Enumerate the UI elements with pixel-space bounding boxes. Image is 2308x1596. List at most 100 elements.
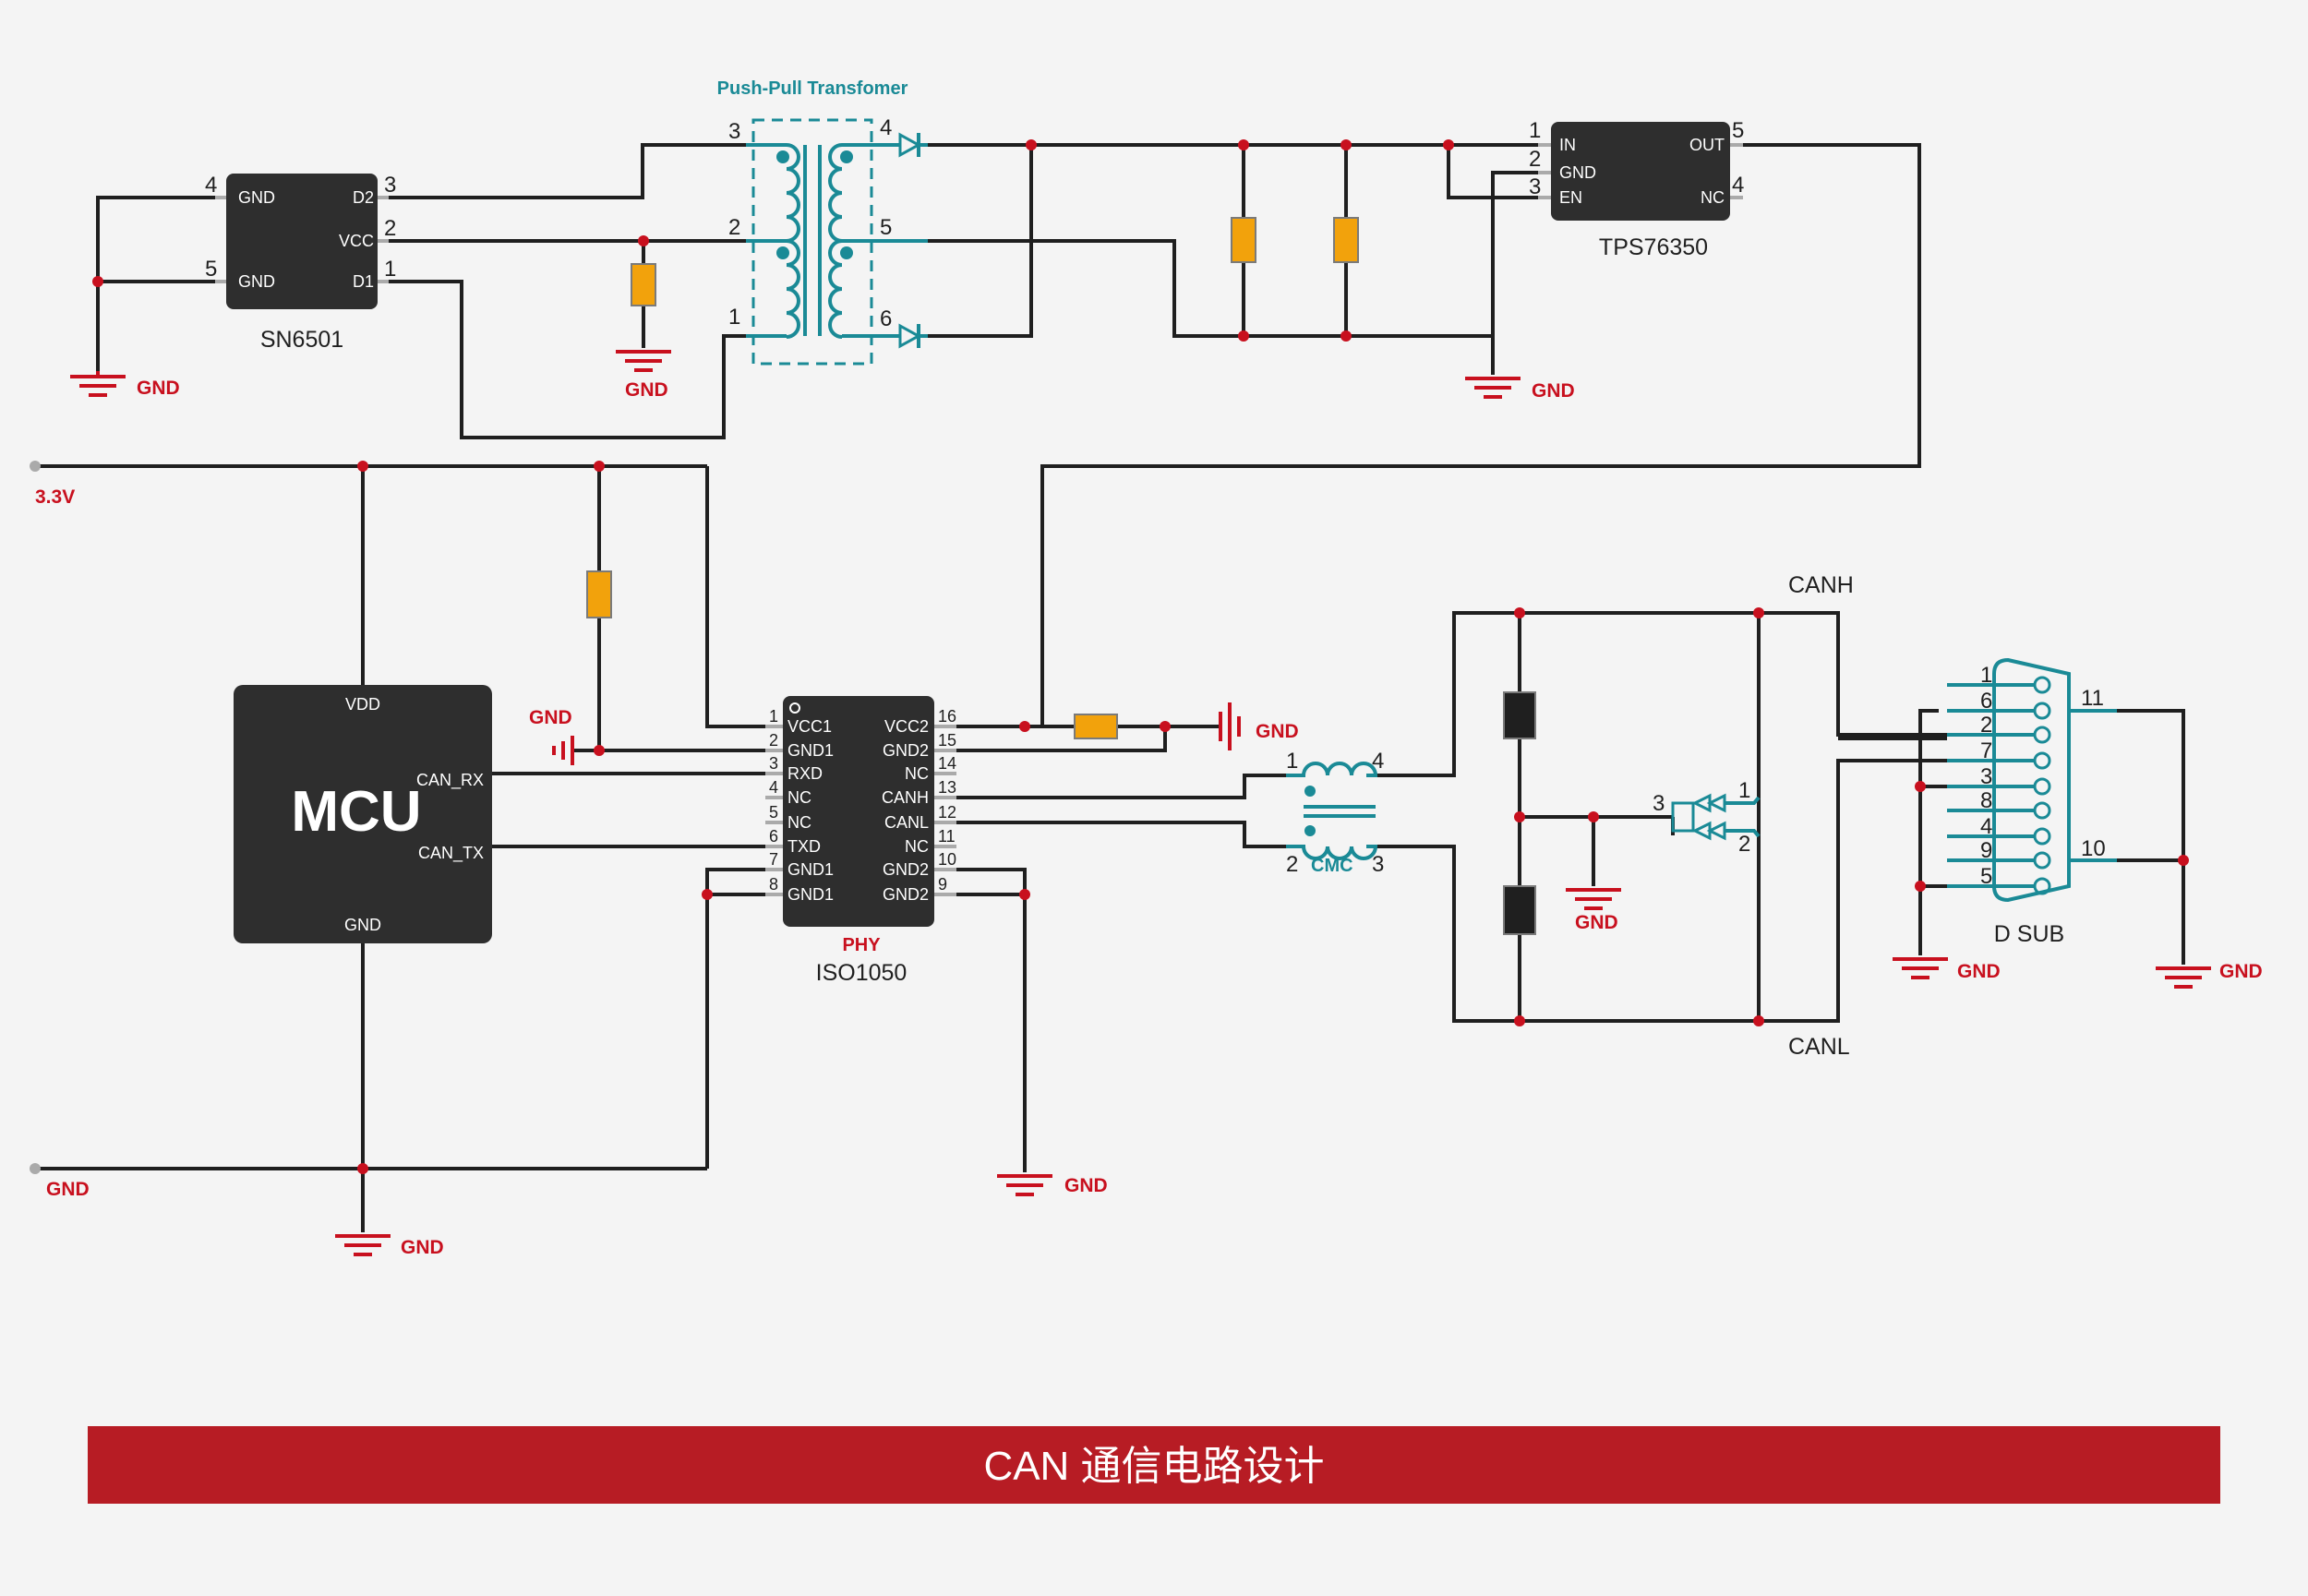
transformer-name: Push-Pull Transfomer: [717, 78, 908, 99]
pin-number: 1: [1529, 118, 1541, 143]
pin-number: 6: [1980, 689, 1992, 714]
pin-number: 16: [938, 707, 956, 726]
pin-number: 3: [769, 754, 778, 773]
gnd-label: GND: [1957, 961, 2001, 982]
pin-label: RXD: [787, 764, 823, 783]
dsub-pin: [2033, 751, 2051, 770]
pin-label: VCC: [339, 232, 374, 250]
pin-label: CANL: [884, 813, 929, 832]
tps-name: TPS76350: [1599, 234, 1708, 260]
pin-label: TXD: [787, 837, 821, 856]
pin-label: NC: [787, 813, 811, 832]
pin-label: NC: [787, 788, 811, 807]
pin-number: 5: [205, 257, 217, 282]
pin-number: 3: [1980, 764, 1992, 789]
common-mode-choke: 1 4 2 3: [1286, 749, 1384, 877]
pin-number: 3: [728, 119, 740, 144]
pin-number: 4: [205, 173, 217, 198]
wires: [39, 143, 2185, 1232]
gnd-label: GND: [137, 378, 180, 399]
ground-symbols: [70, 350, 2211, 1256]
dsub-pin: [2033, 801, 2051, 820]
pin-number: 14: [938, 754, 956, 773]
ground-symbol: [335, 1234, 391, 1256]
pin-label: D2: [353, 188, 374, 207]
pin-label: GND1: [787, 741, 834, 760]
pin-number: 6: [880, 306, 892, 331]
capacitor: [631, 263, 656, 306]
pin-number: 5: [880, 215, 892, 240]
ground-symbol: [1465, 377, 1521, 399]
pin-number: 13: [938, 778, 956, 797]
pin-number: 15: [938, 731, 956, 750]
dsub-pin: [2033, 676, 2051, 694]
pin-label: IN: [1559, 136, 1576, 154]
pin-label: VCC2: [884, 717, 929, 736]
pin-label: VCC1: [787, 717, 832, 736]
pin-number: 11: [2081, 686, 2104, 711]
pin-number: 3: [384, 173, 396, 198]
pin-label: GND2: [883, 885, 929, 904]
pin-number: 2: [1286, 852, 1298, 877]
pin-label: CAN_RX: [416, 771, 484, 790]
canh-label: CANH: [1788, 572, 1854, 598]
pin-number: 5: [769, 803, 778, 822]
pin-label: NC: [905, 837, 929, 856]
suppressor: [1503, 885, 1536, 935]
pin-number: 10: [2081, 836, 2106, 861]
pin-number: 2: [1529, 147, 1541, 172]
dsub-pin: [2033, 726, 2051, 744]
pin-label: GND: [1559, 163, 1596, 182]
iso-name: ISO1050: [816, 960, 908, 986]
capacitor: [1333, 217, 1359, 263]
pin-number: 1: [728, 305, 740, 330]
tvs-diode-array: 3 1 2: [1653, 778, 1761, 857]
page-title: CAN 通信电路设计: [983, 1444, 1324, 1489]
pin-number: 12: [938, 803, 956, 822]
pin-number: 5: [1980, 864, 1992, 889]
pin-label: CAN_TX: [418, 844, 484, 863]
capacitor: [1074, 714, 1118, 739]
ground-symbol: [1893, 957, 1948, 979]
ground-symbol: [1566, 888, 1621, 910]
pin-number: 2: [728, 215, 740, 240]
pin-label: GND: [344, 916, 381, 934]
pin-label: NC: [905, 764, 929, 783]
pin-label: OUT: [1689, 136, 1725, 154]
title-banner: [88, 1426, 2220, 1504]
gnd-label: GND: [625, 379, 668, 401]
push-pull-transformer: 3 2 1 4 5 6: [728, 115, 928, 366]
pin-number: 4: [880, 115, 892, 140]
pin-number: 8: [1980, 788, 1992, 813]
terminal-gnd: [30, 1163, 41, 1174]
pin-number: 4: [1732, 173, 1744, 198]
mcu-chip: VDD CAN_RX CAN_TX GND MCU: [234, 685, 492, 943]
pin-label: GND: [238, 188, 275, 207]
pin-number: 4: [1372, 749, 1384, 774]
gnd-label: GND: [1256, 721, 1299, 742]
pin-number: 1: [1980, 663, 1992, 688]
pin-number: 7: [1980, 738, 1992, 763]
gnd-label: GND: [401, 1237, 444, 1258]
dsub-name: D SUB: [1994, 921, 2064, 947]
canl-label: CANL: [1788, 1034, 1850, 1060]
mcu-name: MCU: [291, 780, 421, 844]
pin-label: GND2: [883, 741, 929, 760]
pin-number: 1: [1738, 778, 1750, 803]
pin-number: 10: [938, 850, 956, 869]
cmc-name: CMC: [1311, 856, 1353, 876]
v33-label: 3.3V: [35, 486, 75, 508]
capacitor: [1231, 217, 1256, 263]
pin-number: 8: [769, 875, 778, 894]
pin-number: 5: [1732, 118, 1744, 143]
suppressor: [1503, 691, 1536, 739]
pin-label: GND2: [883, 860, 929, 879]
pin-label: VDD: [345, 695, 380, 714]
pin-number: 9: [938, 875, 947, 894]
dsub-pin: [2033, 702, 2051, 720]
capacitor: [586, 570, 612, 618]
pin-label: NC: [1701, 188, 1725, 207]
ground-symbol: [616, 350, 671, 372]
